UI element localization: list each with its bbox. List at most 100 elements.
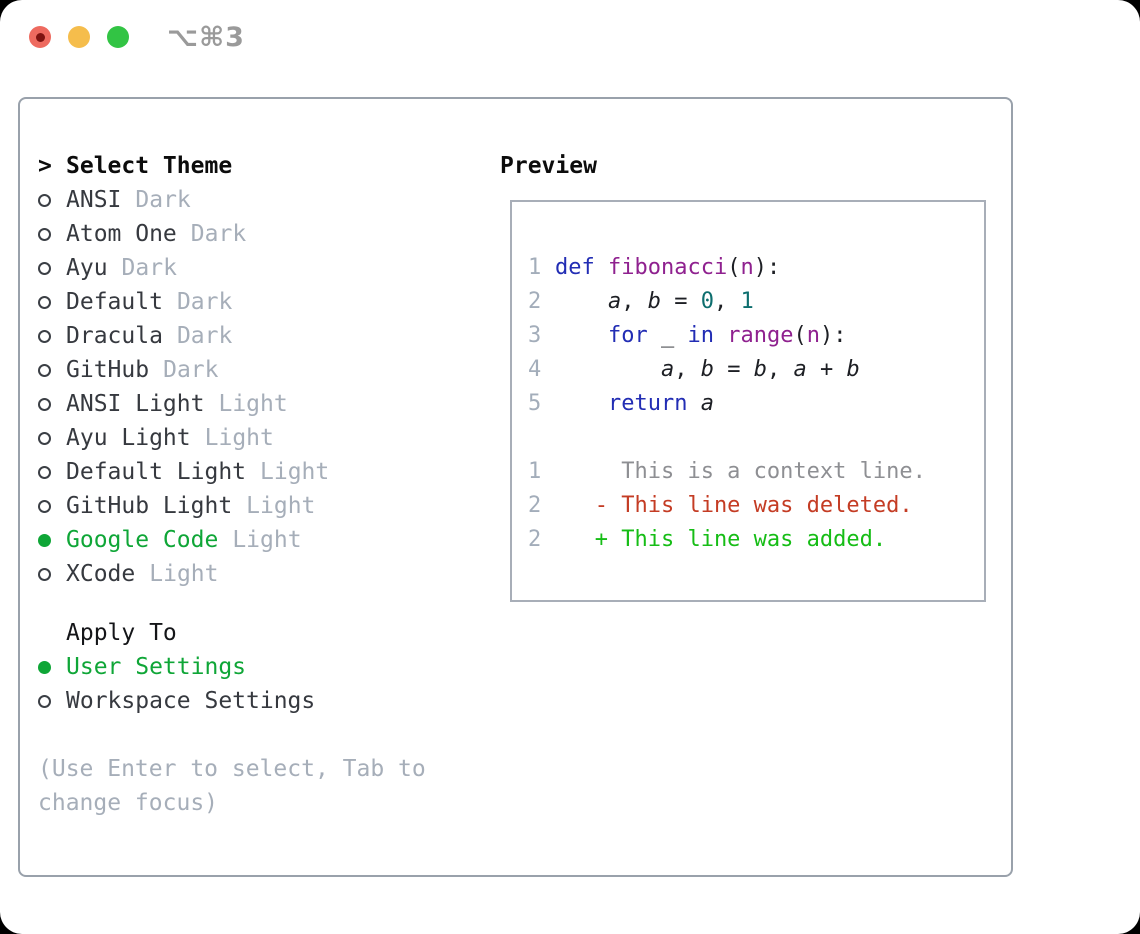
theme-name: Default Light	[66, 459, 247, 485]
apply-option-label: Workspace Settings	[66, 688, 316, 714]
hint-line: (Use Enter to select, Tab to	[38, 756, 426, 782]
theme-name: GitHub	[66, 357, 150, 383]
radio-icon	[38, 431, 51, 445]
radio-icon	[38, 499, 51, 513]
token-var: b	[647, 288, 661, 314]
apply-to-title: Apply To	[66, 620, 177, 646]
apply-option-label: User Settings	[66, 654, 247, 680]
radio-selected-icon	[38, 660, 51, 674]
marker-cell	[38, 295, 66, 309]
radio-icon	[38, 397, 51, 411]
line-number: 1	[528, 458, 542, 484]
theme-option-default-light[interactable]: Default Light Light	[38, 455, 478, 489]
token-pln: (	[793, 322, 807, 348]
token-kw: for	[607, 322, 648, 348]
theme-name: ANSI	[66, 187, 122, 213]
zoom-button[interactable]	[107, 26, 129, 48]
token-pln	[595, 255, 608, 280]
theme-option-github[interactable]: GitHub Dark	[38, 353, 478, 387]
theme-option-ansi[interactable]: ANSI Dark	[38, 183, 478, 217]
theme-option-ayu-light[interactable]: Ayu Light Light	[38, 421, 478, 455]
token-var: b	[846, 356, 860, 382]
token-pln: =	[713, 356, 754, 382]
token-kw: in	[687, 322, 714, 348]
apply-option-user-settings[interactable]: User Settings	[38, 650, 478, 684]
radio-icon	[38, 465, 51, 479]
theme-name: Dracula	[66, 323, 163, 349]
theme-variant: Dark	[135, 187, 191, 213]
theme-name: Default	[66, 289, 163, 315]
theme-name: Google Code	[66, 527, 219, 553]
token-lit: 1	[740, 288, 754, 314]
token-pln	[555, 357, 661, 382]
theme-variant: Light	[204, 425, 274, 451]
marker-cell	[38, 329, 66, 343]
token-pln: ,	[713, 288, 741, 314]
theme-name: Ayu	[66, 255, 108, 281]
token-kw: return	[607, 390, 688, 416]
marker-cell	[38, 499, 66, 513]
theme-name: Ayu Light	[66, 425, 191, 451]
apply-to-header: Apply To	[38, 616, 478, 650]
apply-option-workspace-settings[interactable]: Workspace Settings	[38, 684, 478, 718]
radio-selected-icon	[38, 533, 51, 547]
marker-cell	[38, 694, 66, 708]
theme-variant: Light	[260, 459, 330, 485]
token-kw: def	[555, 254, 595, 280]
preview-line: 2 a, b = 0, 1	[528, 284, 984, 318]
theme-option-google-code[interactable]: Google Code Light	[38, 523, 478, 557]
theme-name: ANSI Light	[66, 391, 205, 417]
token-pln: ):	[819, 322, 847, 348]
marker-cell	[38, 397, 66, 411]
preview-title: Preview	[500, 153, 597, 179]
select-theme-title: Select Theme	[66, 153, 233, 179]
radio-icon	[38, 329, 51, 343]
preview-line: 4 a, b = b, a + b	[528, 352, 984, 386]
line-content: + This line was added.	[555, 527, 886, 552]
line-content: for _ in range(n):	[555, 323, 846, 348]
radio-icon	[38, 295, 51, 309]
theme-name: Atom One	[66, 221, 177, 247]
line-number: 3	[528, 322, 542, 348]
select-theme-header: > Select Theme	[38, 149, 478, 183]
token-pln: _	[647, 322, 688, 348]
token-var: b	[753, 356, 767, 382]
marker-cell	[38, 465, 66, 479]
token-var: b	[700, 356, 714, 382]
theme-variant: Dark	[176, 289, 233, 315]
marker-cell	[38, 533, 66, 547]
line-content: This is a context line.	[555, 459, 926, 484]
theme-option-default[interactable]: Default Dark	[38, 285, 478, 319]
preview-line: 2 - This line was deleted.	[528, 488, 984, 522]
theme-variant: Light	[232, 527, 302, 553]
token-var: a	[793, 356, 807, 382]
theme-variant: Dark	[163, 357, 219, 383]
token-var: a	[660, 356, 675, 382]
token-var: a	[700, 390, 714, 416]
token-pln: ):	[753, 254, 781, 280]
theme-name: XCode	[66, 561, 136, 587]
token-pln: =	[660, 288, 701, 314]
token-pln: ,	[674, 356, 701, 382]
minimize-button[interactable]	[68, 26, 90, 48]
token-pln	[687, 391, 700, 416]
hint-line: change focus)	[38, 790, 219, 816]
token-fn: range	[727, 322, 794, 348]
token-pln: (	[727, 254, 741, 280]
line-number: 2	[528, 492, 542, 518]
close-button[interactable]	[29, 26, 51, 48]
token-pln	[555, 289, 608, 314]
theme-name: GitHub Light	[66, 493, 233, 519]
titlebar: ⌥⌘3	[0, 0, 1140, 72]
